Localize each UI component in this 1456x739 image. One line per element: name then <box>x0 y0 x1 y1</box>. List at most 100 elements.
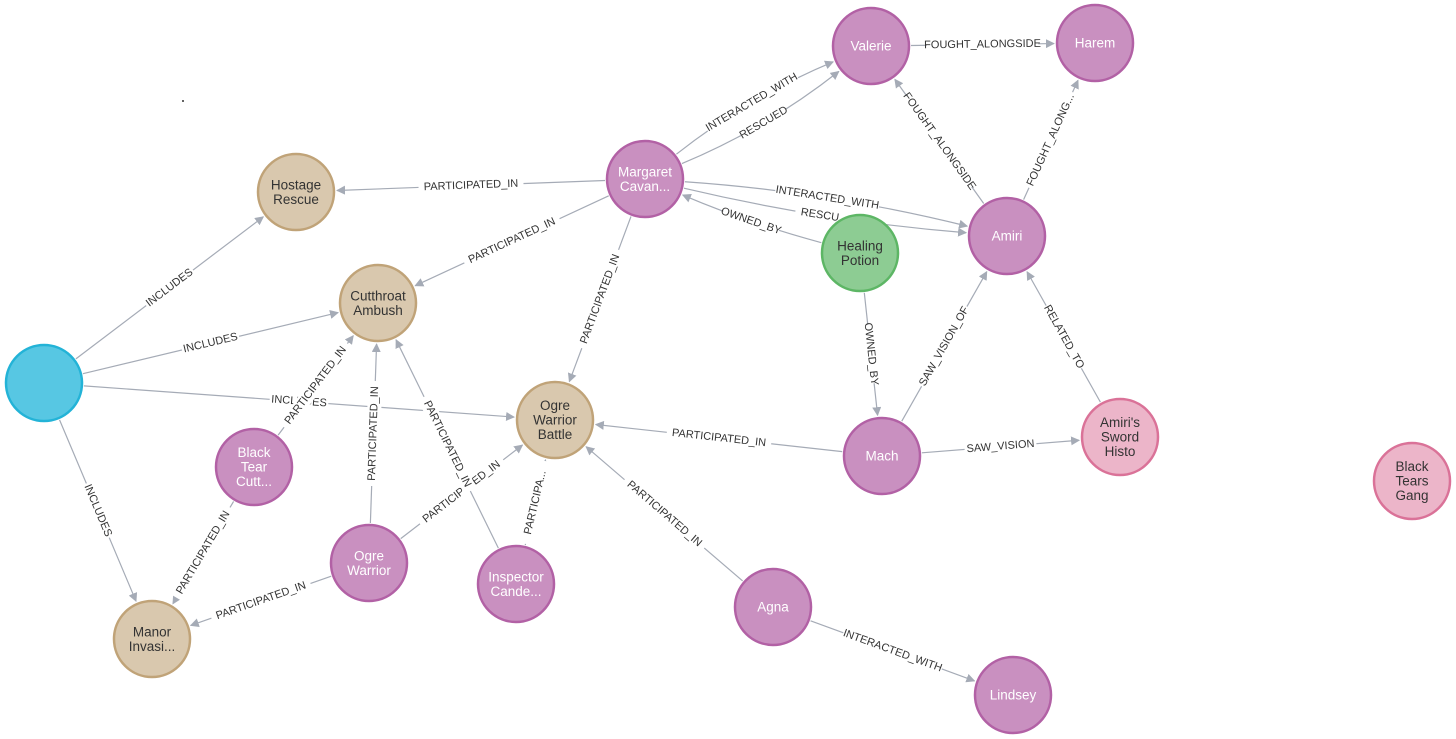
node-circle[interactable] <box>967 196 1047 276</box>
node-blacktear[interactable]: BlackTearCutt... <box>214 427 294 507</box>
edge-label: SAW_VISION <box>966 438 1035 455</box>
edge-agna-ogrebattle-participated-in[interactable]: PARTICIPATED_IN <box>585 446 744 582</box>
edge-label: FOUGHT_ALONG... <box>1025 92 1078 188</box>
node-circle[interactable] <box>338 263 418 343</box>
node-circle[interactable] <box>1055 3 1135 83</box>
edge-label-background <box>1040 302 1088 372</box>
edge-label-background <box>926 36 1039 53</box>
edge-label: INTERACTED_WITH <box>841 627 943 674</box>
edge-label-background <box>180 329 241 357</box>
edge-margaret-ogrebattle-participated-in[interactable]: PARTICIPATED_IN <box>567 216 632 383</box>
node-mach[interactable]: Mach <box>842 416 922 496</box>
node-circle[interactable] <box>820 213 900 293</box>
node-root[interactable] <box>4 343 84 423</box>
edge-label-background <box>461 212 563 270</box>
edge-label: PARTICIPATED_IN <box>671 427 766 449</box>
edge-label-background <box>1022 89 1079 191</box>
node-inspector[interactable]: InspectorCande... <box>476 544 556 624</box>
edge-amiri-valerie-fought-alongside[interactable]: FOUGHT_ALONGSIDE <box>894 78 985 204</box>
node-harem[interactable]: Harem <box>1055 3 1135 83</box>
edge-label-background <box>364 380 383 487</box>
edge-label-background <box>840 626 945 676</box>
edge-mach-sword-saw-vision[interactable]: SAW_VISION <box>921 436 1081 457</box>
node-circle[interactable] <box>1080 397 1160 477</box>
node-circle[interactable] <box>4 343 84 423</box>
edge-label: INCLUDES <box>182 331 239 356</box>
node-circle[interactable] <box>1372 441 1452 521</box>
edge-label-background <box>418 176 524 195</box>
edge-label: INCLUDES <box>81 483 114 539</box>
node-lindsey[interactable]: Lindsey <box>973 655 1053 735</box>
edge-label-background <box>575 247 626 351</box>
edge-label-background <box>417 393 477 495</box>
node-circle[interactable] <box>256 152 336 232</box>
node-circle[interactable] <box>973 655 1053 735</box>
edge-label-background <box>209 576 313 625</box>
edge-potion-mach-owned-by[interactable]: OWNED_BY <box>860 292 882 417</box>
edge-agna-lindsey-interacted-with[interactable]: INTERACTED_WITH <box>810 620 976 683</box>
edge-inspector-ogrebattle-participa[interactable]: PARTICIPA... <box>518 459 553 546</box>
edge-label: FOUGHT_ALONGSIDE <box>900 90 978 192</box>
edge-root-manor-includes[interactable]: INCLUDES <box>58 419 138 603</box>
node-margaret[interactable]: MargaretCavan... <box>605 139 685 219</box>
edge-label: PARTICIPATED_IN <box>214 580 307 623</box>
node-circle[interactable] <box>329 523 409 603</box>
edge-margaret-cutthroat-participated-in[interactable]: PARTICIPATED_IN <box>414 195 609 287</box>
edge-blacktear-cutthroat-participated-in[interactable]: PARTICIPATED_IN <box>277 334 354 436</box>
edge-label-background <box>170 503 237 602</box>
node-agna[interactable]: Agna <box>733 567 813 647</box>
edge-root-cutthroat-includes[interactable]: INCLUDES <box>82 310 340 375</box>
edge-sword-amiri-related-to[interactable]: RELATED_TO <box>1026 270 1101 403</box>
edge-label: PARTICIPATED_IN <box>467 215 558 266</box>
edge-label: OWNED_BY <box>719 205 783 237</box>
node-circle[interactable] <box>842 416 922 496</box>
edge-label: PARTICIPATED_IN <box>282 344 349 427</box>
node-circle[interactable] <box>831 6 911 86</box>
edge-mach-amiri-saw-vision-of[interactable]: SAW_VISION_OF <box>901 270 988 422</box>
edge-label-background <box>278 339 353 432</box>
edge-ogrewarrior-manor-participated-in[interactable]: PARTICIPATED_IN <box>189 575 332 628</box>
node-valerie[interactable]: Valerie <box>831 6 911 86</box>
stray-dot <box>182 100 184 102</box>
edge-label: INTERACTED_WITH <box>775 184 880 212</box>
edge-label-background <box>141 264 198 312</box>
edge-amiri-harem-fought-along[interactable]: FOUGHT_ALONG... <box>1022 79 1079 200</box>
edge-label-background <box>915 303 974 390</box>
edge-valerie-harem-fought-alongside[interactable]: FOUGHT_ALONGSIDE <box>910 36 1055 53</box>
edge-label: PARTICIPATED_IN <box>366 386 381 481</box>
edge-label-background <box>720 205 782 238</box>
edge-margaret-valerie-interacted-with[interactable]: INTERACTED_WITH <box>676 60 834 155</box>
node-circle[interactable] <box>214 427 294 507</box>
edge-label: FOUGHT_ALONGSIDE <box>924 38 1041 52</box>
edge-label-background <box>860 324 882 384</box>
edge-label-background <box>666 425 772 451</box>
edge-margaret-hostage-participated-in[interactable]: PARTICIPATED_IN <box>336 176 606 195</box>
edge-label-background <box>619 474 709 554</box>
edge-inspector-cutthroat-participated-in[interactable]: PARTICIPATED_IN <box>395 338 499 549</box>
node-circle[interactable] <box>605 139 685 219</box>
node-amiri[interactable]: Amiri <box>967 196 1047 276</box>
edge-mach-ogrebattle-participated-in[interactable]: PARTICIPATED_IN <box>594 420 843 453</box>
node-manor[interactable]: ManorInvasi... <box>112 599 192 679</box>
node-circle[interactable] <box>112 599 192 679</box>
edge-label-background <box>737 103 790 143</box>
edge-label-background <box>703 69 801 136</box>
edge-blacktear-manor-participated-in[interactable]: PARTICIPATED_IN <box>170 501 237 605</box>
edge-label: SAW_VISION_OF <box>917 304 972 388</box>
edge-label-background <box>901 91 978 191</box>
node-circle[interactable] <box>733 567 813 647</box>
node-circle[interactable] <box>476 544 556 624</box>
edge-ogrewarrior-cutthroat-participated-in[interactable]: PARTICIPATED_IN <box>364 343 383 524</box>
edge-label-background <box>415 454 508 530</box>
node-circle[interactable] <box>515 380 595 460</box>
edge-margaret-valerie-rescued[interactable]: RESCUED <box>681 70 840 165</box>
edge-label: PARTICIPATED_IN <box>578 253 622 346</box>
